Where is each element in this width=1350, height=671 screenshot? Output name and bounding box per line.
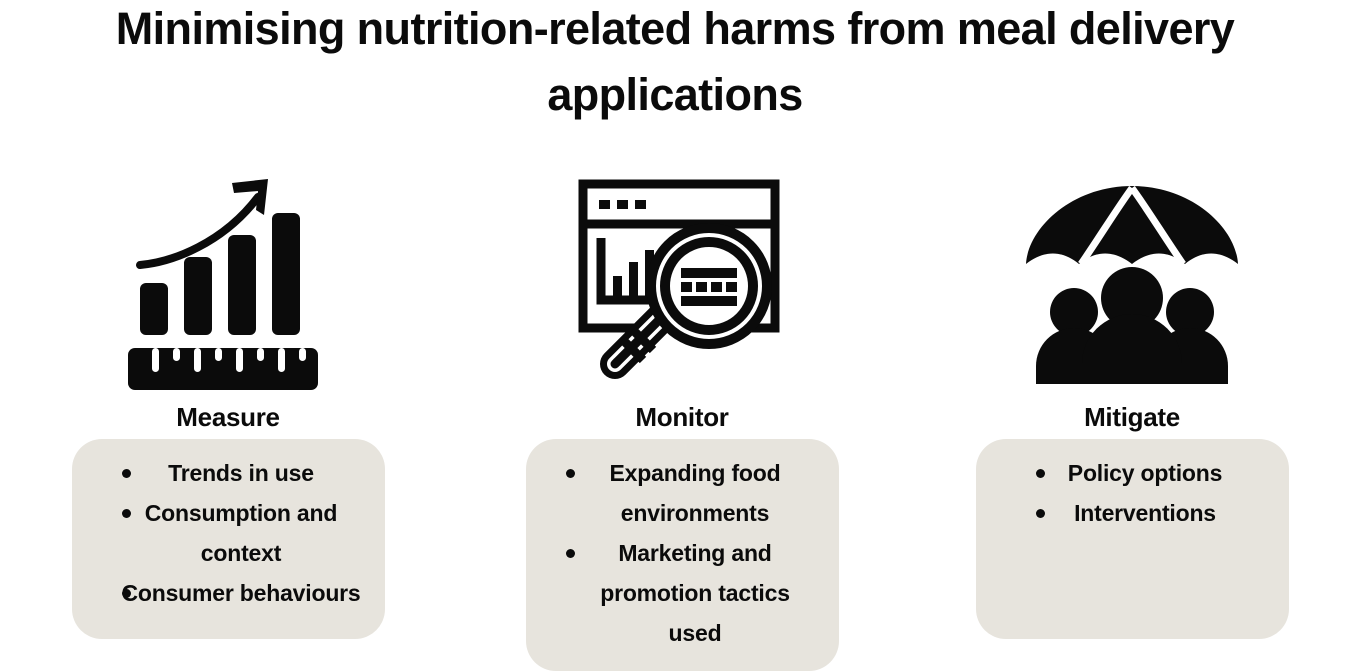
bullet-text: Trends in use <box>168 460 314 486</box>
column-heading-measure: Measure <box>176 402 280 432</box>
bullet-text: Consumption and context <box>144 500 338 567</box>
list-item: Consumer behaviours <box>84 573 373 613</box>
column-heading-monitor: Monitor <box>635 402 729 432</box>
list-item: Policy options <box>988 453 1277 493</box>
bullet-dot-icon <box>1035 469 1045 478</box>
bullet-list-mitigate: Policy options Interventions <box>988 453 1277 533</box>
bullet-dot-icon <box>565 469 575 478</box>
bullet-dot-icon <box>121 589 131 599</box>
bullet-text: Expanding food environments <box>609 460 781 527</box>
column-measure: Measure Trends in use Consumption and co… <box>18 160 438 639</box>
browser-dashboard-magnifier-icon <box>578 179 780 379</box>
bullet-text: Marketing and promotion tactics used <box>600 540 790 647</box>
column-monitor: Monitor Expanding food environments Mark… <box>472 160 892 671</box>
bullet-box-mitigate: Policy options Interventions <box>975 439 1289 639</box>
bullet-box-measure: Trends in use Consumption and context Co… <box>71 439 385 639</box>
bullet-text: Policy options <box>1067 460 1223 486</box>
bullet-dot-icon <box>121 469 131 478</box>
page-title: Minimising nutrition-related harms from … <box>115 3 1235 121</box>
umbrella-over-people-icon <box>1026 185 1238 384</box>
bullet-text: Interventions <box>1074 500 1216 527</box>
bullet-box-monitor: Expanding food environments Marketing an… <box>525 439 839 671</box>
growth-bar-chart-ruler-icon <box>128 179 318 390</box>
bullet-dot-icon <box>565 549 575 559</box>
list-item: Consumption and context <box>84 493 373 573</box>
monitor-icon-container <box>472 160 892 390</box>
bullet-dot-icon <box>121 509 131 519</box>
bullet-text: Consumer behaviours <box>121 580 361 607</box>
bullet-list-measure: Trends in use Consumption and context Co… <box>84 453 373 613</box>
list-item: Expanding food environments <box>538 453 827 533</box>
mitigate-icon-container <box>922 160 1342 390</box>
measure-icon-container <box>18 160 438 390</box>
list-item: Interventions <box>988 493 1277 533</box>
bullet-dot-icon <box>1035 509 1045 519</box>
list-item: Trends in use <box>84 453 373 493</box>
list-item: Marketing and promotion tactics used <box>538 533 827 653</box>
bullet-list-monitor: Expanding food environments Marketing an… <box>538 453 827 653</box>
column-mitigate: Mitigate Policy options Interventions <box>922 160 1342 639</box>
column-heading-mitigate: Mitigate <box>1084 402 1180 432</box>
